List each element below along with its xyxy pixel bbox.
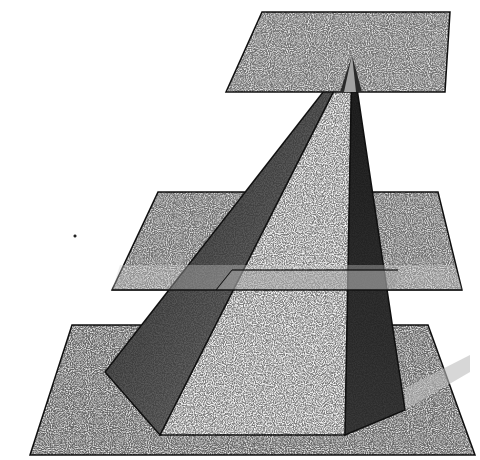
stray-dot <box>74 235 77 238</box>
top-plane <box>226 12 450 92</box>
middle-plane-section <box>112 265 462 290</box>
